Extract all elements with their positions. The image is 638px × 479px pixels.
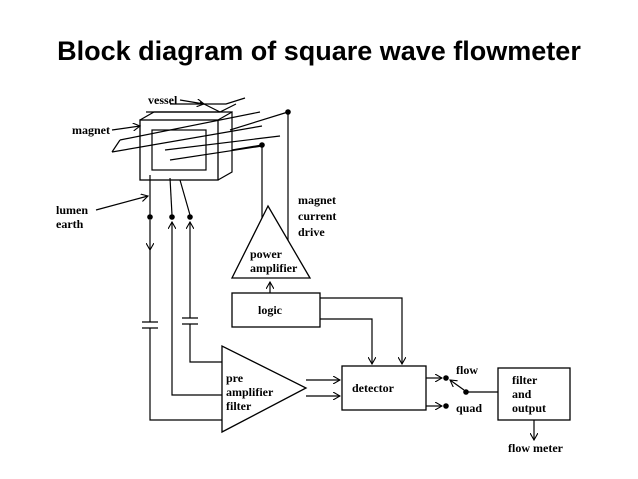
label-pre: pre <box>226 371 244 385</box>
label-earth: earth <box>56 217 84 231</box>
label-detector: detector <box>352 381 395 395</box>
flow-quad-switch <box>426 375 498 409</box>
label-magnet-current-drive-3: drive <box>298 225 325 239</box>
label-flow-meter: flow meter <box>508 441 564 455</box>
label-pre-amplifier: amplifier <box>226 385 274 399</box>
label-output: output <box>512 401 546 415</box>
electrode-leads <box>142 175 238 421</box>
label-filter: filter <box>512 373 538 387</box>
label-logic: logic <box>258 303 283 317</box>
label-quad: quad <box>456 401 482 415</box>
pre-amplifier <box>221 344 308 434</box>
label-magnet: magnet <box>72 123 110 137</box>
label-magnet-current-drive-2: current <box>298 209 336 223</box>
magnet-drive-wires <box>229 109 291 260</box>
label-and: and <box>512 387 532 401</box>
logic-block <box>231 292 321 328</box>
filter-output-block <box>497 367 571 421</box>
power-amplifier <box>230 204 312 293</box>
label-lumen: lumen <box>56 203 88 217</box>
label-vessel: vessel <box>148 93 178 107</box>
label-pointers <box>95 100 204 211</box>
label-flow: flow <box>456 363 478 377</box>
label-amplifier: amplifier <box>250 261 298 275</box>
label-pre-filter: filter <box>226 399 252 413</box>
label-power: power <box>250 247 283 261</box>
label-magnet-current-drive-1: magnet <box>298 193 336 207</box>
logic-detector-links <box>306 297 402 396</box>
detector-block <box>341 365 427 411</box>
page-title: Block diagram of square wave flowmeter <box>57 36 581 66</box>
magnet-vessel-assembly <box>111 97 281 181</box>
